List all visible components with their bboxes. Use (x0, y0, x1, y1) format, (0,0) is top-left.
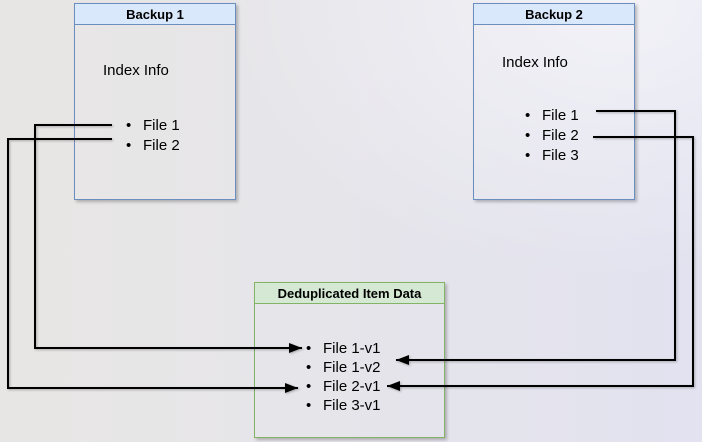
file-label: File 2 (542, 127, 579, 144)
bullet-icon: • (525, 107, 531, 124)
bullet-icon: • (525, 147, 531, 164)
list-item: • File 2 (122, 136, 180, 156)
backup2-title: Backup 2 (474, 4, 634, 25)
bullet-icon: • (306, 397, 312, 414)
dedup-item-list: • File 1-v1 • File 1-v2 • File 2-v1 • Fi… (302, 339, 381, 415)
file-label: File 2 (143, 137, 180, 154)
list-item: • File 1-v1 (302, 339, 381, 358)
bullet-icon: • (126, 117, 132, 134)
file-label: File 3-v1 (323, 397, 381, 414)
list-item: • File 1 (122, 116, 180, 136)
bullet-icon: • (306, 378, 312, 395)
file-label: File 3 (542, 147, 579, 164)
dedup-title: Deduplicated Item Data (255, 283, 444, 304)
bullet-icon: • (126, 137, 132, 154)
list-item: • File 2-v1 (302, 377, 381, 396)
list-item: • File 1 (521, 106, 579, 126)
backup2-box: Backup 2 Index Info • File 1 • File 2 • … (473, 3, 635, 200)
backup1-title: Backup 1 (75, 4, 235, 25)
list-item: • File 2 (521, 126, 579, 146)
file-label: File 1 (542, 107, 579, 124)
deduplicated-item-data-box: Deduplicated Item Data • File 1-v1 • Fil… (254, 282, 445, 438)
bullet-icon: • (306, 359, 312, 376)
list-item: • File 3-v1 (302, 396, 381, 415)
bullet-icon: • (525, 127, 531, 144)
bullet-icon: • (306, 340, 312, 357)
backup1-box: Backup 1 Index Info • File 1 • File 2 (74, 3, 236, 200)
backup2-index-info-label: Index Info (502, 54, 568, 71)
file-label: File 1 (143, 117, 180, 134)
backup1-file-list: • File 1 • File 2 (122, 116, 180, 156)
backup1-index-info-label: Index Info (103, 62, 169, 79)
file-label: File 1-v2 (323, 359, 381, 376)
backup2-file-list: • File 1 • File 2 • File 3 (521, 106, 579, 166)
file-label: File 1-v1 (323, 340, 381, 357)
file-label: File 2-v1 (323, 378, 381, 395)
list-item: • File 3 (521, 146, 579, 166)
list-item: • File 1-v2 (302, 358, 381, 377)
